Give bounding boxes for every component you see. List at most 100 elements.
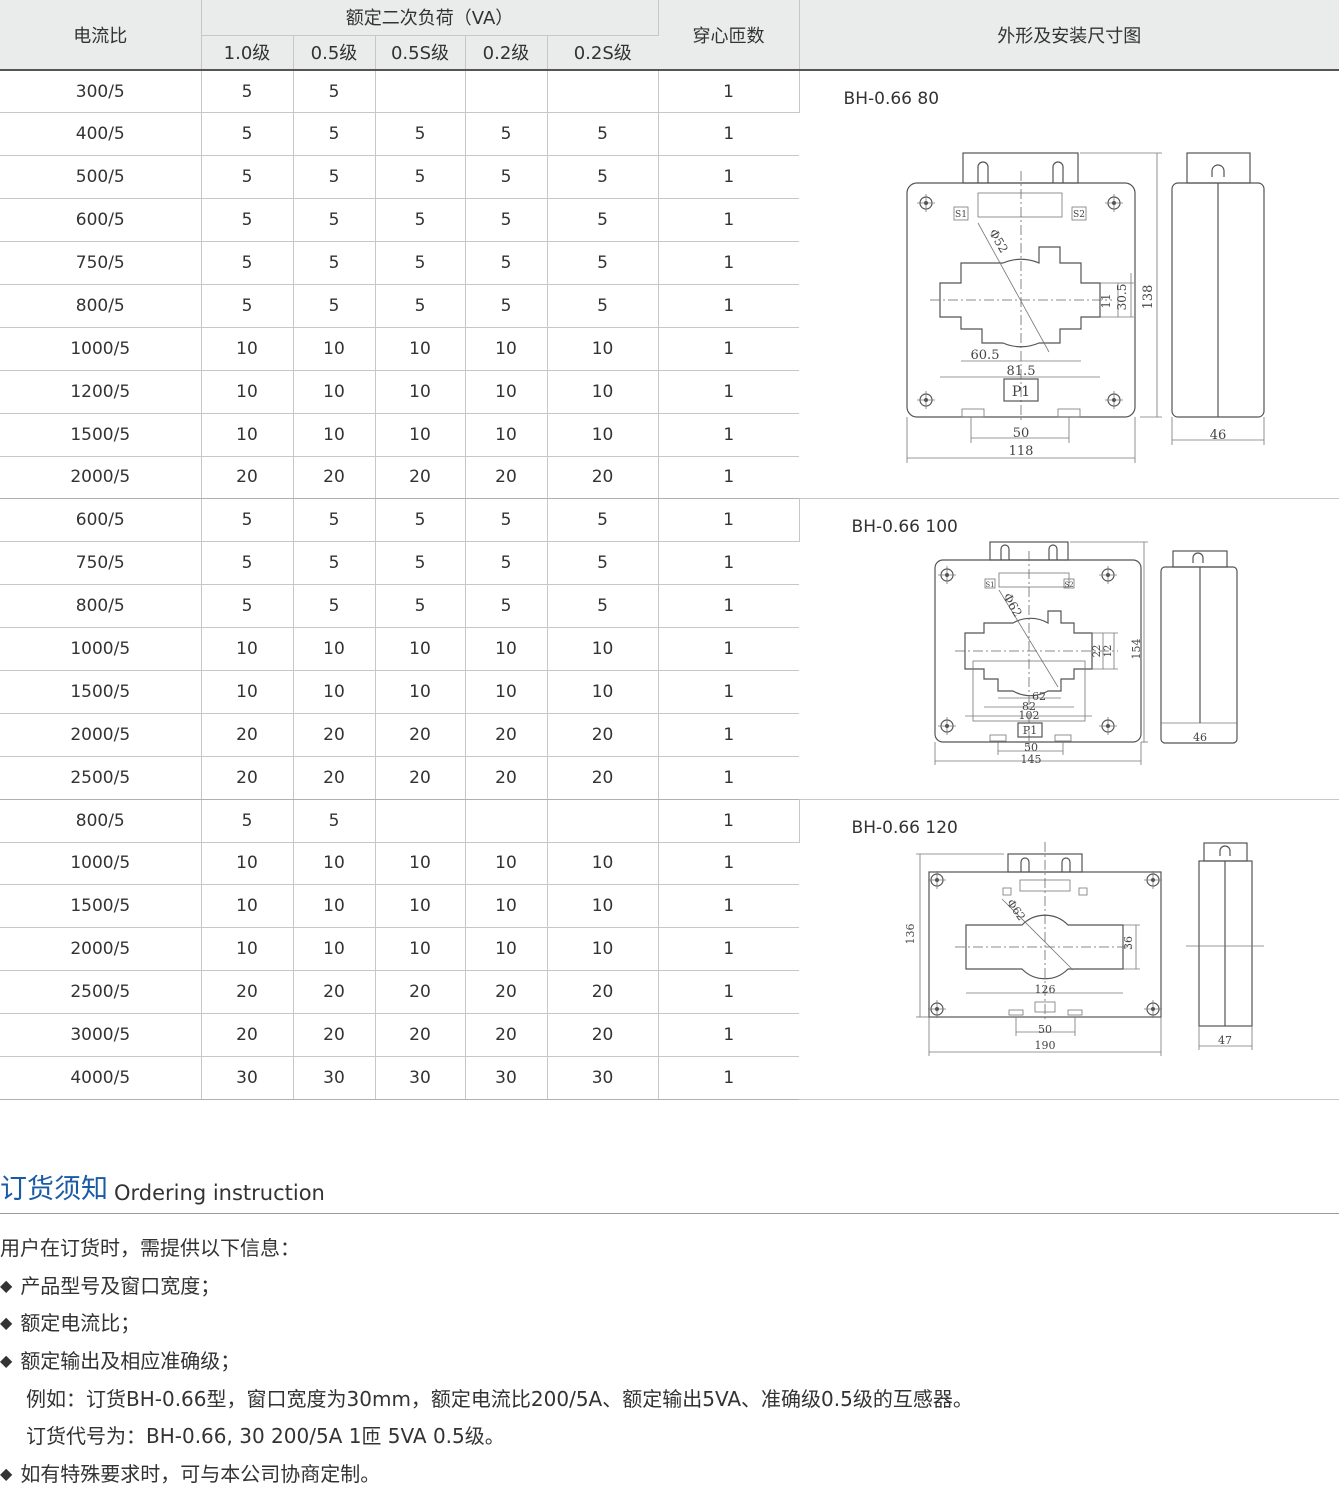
grade-cell: 10 [293, 327, 376, 371]
grade-cell: 5 [293, 584, 376, 629]
ratio-cell: 4000/5 [0, 1056, 202, 1100]
ratio-cell: 2000/5 [0, 456, 202, 500]
grade-cell: 20 [547, 1013, 659, 1057]
grade-cell: 5 [201, 541, 294, 586]
grade-cell: 20 [375, 713, 466, 757]
grade-cell: 10 [465, 370, 548, 414]
header-grade: 0.5级 [293, 34, 376, 71]
grade-cell: 30 [293, 1056, 376, 1100]
grade-cell: 10 [293, 413, 376, 457]
grade-cell: 10 [465, 327, 548, 371]
ratio-cell: 2500/5 [0, 756, 202, 800]
grade-cell: 20 [293, 1013, 376, 1057]
p1-terminal-label: P1 [1011, 384, 1029, 400]
model-label: BH-0.66 80 [843, 89, 940, 109]
grade-cell: 5 [201, 584, 294, 629]
grade-cell: 5 [547, 112, 659, 157]
dimension-label: 154 [1130, 639, 1143, 660]
grade-cell: 5 [201, 498, 294, 543]
ratio-cell: 1500/5 [0, 884, 202, 929]
ratio-cell: 600/5 [0, 198, 202, 243]
grade-cell: 5 [293, 155, 376, 200]
dimension-label: 102 [1018, 709, 1039, 722]
turns-cell: 1 [658, 198, 800, 243]
hole-diameter-label: Φ52 [986, 227, 1011, 256]
grade-cell [547, 70, 659, 114]
header-grade: 0.2S级 [547, 34, 659, 71]
grade-cell: 20 [201, 1013, 294, 1057]
turns-cell: 1 [658, 884, 800, 929]
grade-cell: 30 [375, 1056, 466, 1100]
grade-cell: 5 [375, 584, 466, 629]
grade-cell: 10 [465, 884, 548, 929]
grade-cell: 5 [465, 584, 548, 629]
grade-cell: 10 [375, 670, 466, 714]
grade-cell: 10 [201, 927, 294, 972]
ordering-item-text: 产品型号及窗口宽度； [20, 1273, 221, 1298]
turns-cell: 1 [658, 498, 800, 543]
grade-cell: 10 [547, 370, 659, 414]
turns-cell: 1 [658, 327, 800, 371]
header-grade: 0.5S级 [375, 34, 466, 71]
turns-cell: 1 [658, 370, 800, 414]
grade-cell: 20 [293, 456, 376, 500]
ordering-item-text: 订货代号为：BH-0.66, 30 200/5A 1匝 5VA 0.5级。 [26, 1424, 505, 1449]
turns-cell: 1 [658, 541, 800, 586]
grade-cell: 30 [465, 1056, 548, 1100]
ratio-cell: 400/5 [0, 112, 202, 157]
grade-cell: 5 [375, 284, 466, 328]
grade-cell: 10 [547, 927, 659, 972]
grade-cell: 5 [293, 112, 376, 157]
grade-cell: 10 [547, 627, 659, 671]
grade-cell: 10 [465, 927, 548, 972]
ordering-item-text: 如有特殊要求时，可与本公司协商定制。 [20, 1462, 381, 1487]
turns-cell: 1 [658, 1056, 800, 1100]
ordering-item-text: 例如：订货BH-0.66型，窗口宽度为30mm，额定电流比200/5A、额定输出… [26, 1386, 973, 1411]
turns-cell: 1 [658, 799, 800, 843]
grade-cell: 10 [375, 627, 466, 671]
ordering-item-text: 额定电流比； [20, 1311, 141, 1336]
grade-cell: 5 [201, 241, 294, 285]
grade-cell: 5 [375, 198, 466, 243]
grade-cell: 10 [547, 670, 659, 714]
ct-drawing-side: 47 [1185, 842, 1264, 1050]
dimension-label: 36 [1122, 936, 1135, 950]
grade-cell: 10 [547, 842, 659, 886]
grade-cell: 10 [293, 627, 376, 671]
p1-terminal-label: P1 [1022, 724, 1036, 737]
grade-cell: 5 [293, 541, 376, 586]
turns-cell: 1 [658, 627, 800, 671]
grade-cell: 20 [293, 756, 376, 800]
grade-cell: 10 [375, 842, 466, 886]
s1-terminal-label: S1 [985, 581, 994, 589]
ordering-item: ◆额定电流比； [0, 1305, 1339, 1343]
grade-cell [465, 70, 548, 114]
grade-cell: 10 [375, 413, 466, 457]
grade-cell: 10 [375, 327, 466, 371]
turns-cell: 1 [658, 112, 800, 157]
ratio-cell: 1200/5 [0, 370, 202, 414]
grade-cell: 5 [547, 498, 659, 543]
turns-cell: 1 [658, 842, 800, 886]
grade-cell [375, 70, 466, 114]
grade-cell: 30 [201, 1056, 294, 1100]
grade-cell: 10 [547, 327, 659, 371]
grade-cell [375, 799, 466, 843]
dimension-label: 118 [1008, 444, 1033, 459]
turns-cell: 1 [658, 284, 800, 328]
grade-cell: 20 [547, 456, 659, 500]
grade-cell: 10 [465, 842, 548, 886]
grade-cell: 5 [547, 241, 659, 285]
